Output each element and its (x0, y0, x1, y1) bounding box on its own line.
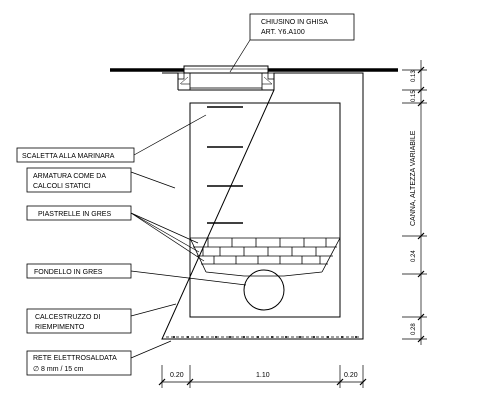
bottom-label: FONDELLO IN GRES (34, 269, 103, 276)
rebar-label-line1: ARMATURA COME DA (33, 173, 106, 180)
cover-model-label: ART. Y6.A100 (261, 29, 305, 36)
dim-inner-width: 1.10 (256, 372, 270, 379)
dim-left-wall: 0.20 (170, 372, 184, 379)
dim-base-height: 0.28 (411, 323, 417, 335)
concrete-label-line1: CALCESTRUZZO DI (35, 314, 100, 321)
ladder-label: SCALETTA ALLA MARINARA (22, 153, 115, 160)
mesh-label-line2: ∅ 8 mm / 15 cm (33, 366, 84, 373)
cover-label: CHIUSINO IN GHISA (261, 19, 328, 26)
ladder-rungs (207, 106, 243, 224)
manhole-outer-wall (161, 72, 364, 340)
concrete-label-line2: RIEMPIMENTO (35, 324, 85, 331)
horizontal-dimension-chain (158, 365, 367, 388)
gres-tiles (189, 237, 341, 273)
dim-channel-height: 0.24 (411, 250, 417, 262)
mesh-label-line1: RETE ELETTROSALDATA (33, 355, 117, 362)
manhole-cover-icon (177, 65, 275, 89)
dim-shaft-label: CANNA, ALTEZZA VARIABILE (410, 130, 417, 226)
dim-right-wall: 0.20 (344, 372, 358, 379)
tiles-label: PIASTRELLE IN GRES (38, 211, 111, 218)
rebar-label-line2: CALCOLI STATICI (33, 183, 91, 190)
manhole-inner-chamber (189, 102, 341, 318)
concrete-callout-box (26, 308, 132, 334)
pipe-section-icon (243, 269, 285, 311)
mesh-callout-box (26, 350, 132, 376)
dim-slab-height: 0.15 (411, 90, 417, 102)
vertical-dimension-chain (402, 60, 427, 345)
rebar-callout-box (26, 167, 132, 193)
welded-mesh (166, 336, 359, 338)
dim-cover-height: 0.13 (411, 70, 417, 82)
cover-callout-box (249, 13, 355, 41)
channel-bottom (205, 271, 323, 277)
